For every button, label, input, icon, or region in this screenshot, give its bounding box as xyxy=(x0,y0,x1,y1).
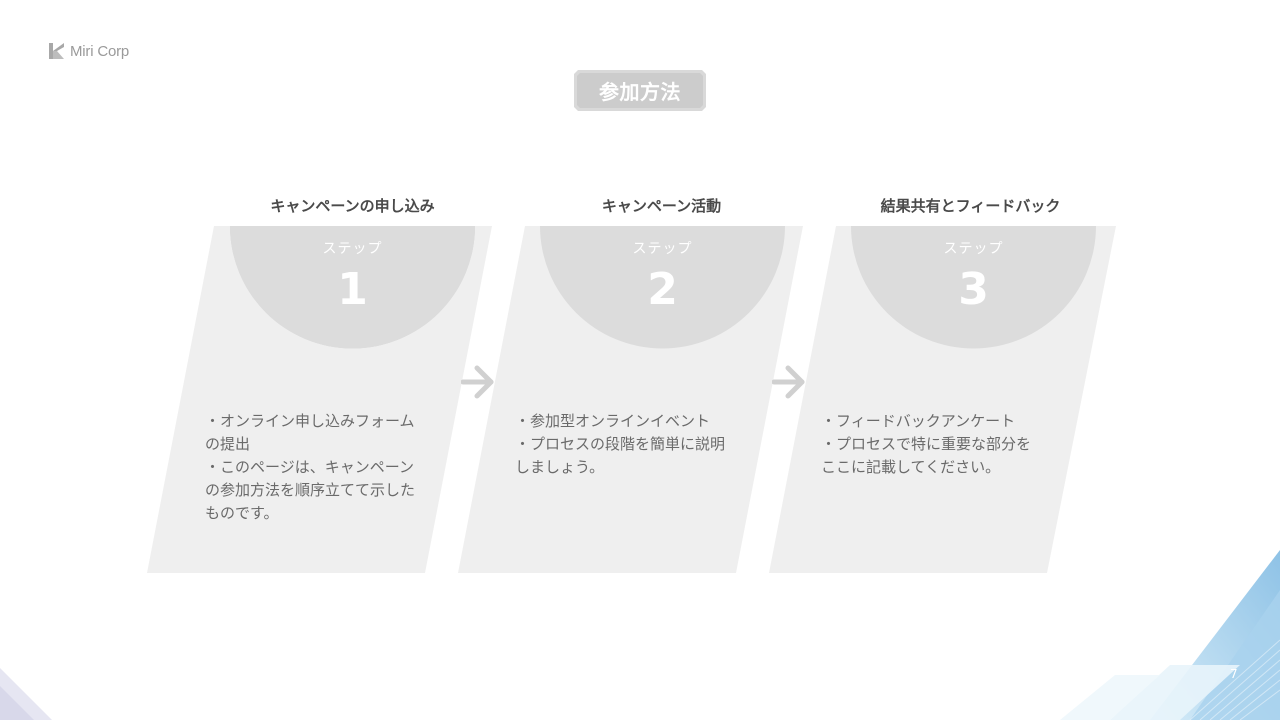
step-1-heading: キャンペーンの申し込み xyxy=(270,197,435,215)
brand-logo: Miri Corp xyxy=(48,41,129,61)
step-2-number: 2 xyxy=(647,264,678,315)
corner-decoration-right xyxy=(1060,550,1280,720)
corner-decoration-left xyxy=(0,668,52,720)
step-1-description: ・オンライン申し込みフォーム の提出 ・このページは、キャンペーン の参加方法を… xyxy=(205,412,416,522)
arrow-right-icon xyxy=(772,365,805,399)
brand-name: Miri Corp xyxy=(70,42,130,60)
step-2-description: ・参加型オンラインイベント ・プロセスの段階を簡単に説明 しましょう。 xyxy=(515,412,726,476)
slide-title: 参加方法 xyxy=(599,80,681,104)
step-2-label: ステップ xyxy=(632,241,693,257)
step-3-heading: 結果共有とフィードバック xyxy=(880,197,1061,215)
step-3-number: 3 xyxy=(958,264,989,315)
step-3-description: ・フィードバックアンケート ・プロセスで特に重要な部分を ここに記載してください… xyxy=(821,412,1032,476)
slide-title-badge: 参加方法 xyxy=(574,70,706,111)
arrow-right-icon xyxy=(461,365,494,399)
k-mark-icon xyxy=(49,43,64,59)
step-3-card: ステップ 3 ・フィードバックアンケート ・プロセスで特に重要な部分を ここに記… xyxy=(769,226,1116,573)
step-1-number: 1 xyxy=(337,264,368,315)
page-number: 7 xyxy=(1230,667,1238,681)
step-3-label: ステップ xyxy=(943,241,1004,257)
step-2-card: ステップ 2 ・参加型オンラインイベント ・プロセスの段階を簡単に説明 しましょ… xyxy=(458,226,803,573)
step-1-card: ステップ 1 ・オンライン申し込みフォーム の提出 ・このページは、キャンペーン… xyxy=(147,226,492,573)
step-2-heading: キャンペーン活動 xyxy=(601,197,722,215)
step-1-label: ステップ xyxy=(322,241,383,257)
